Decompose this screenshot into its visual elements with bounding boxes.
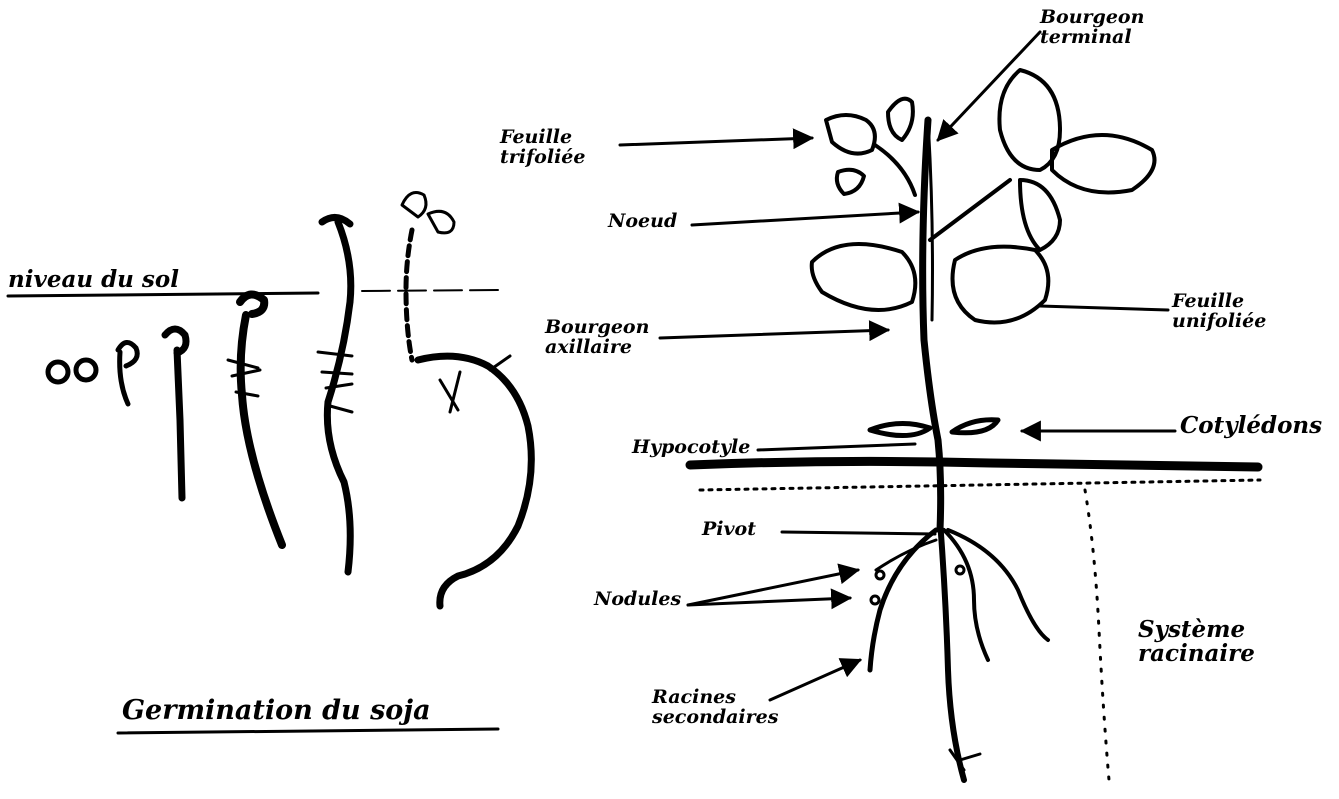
soil-level-line-right <box>362 290 500 291</box>
label-hypocotyle: Hypocotyle <box>632 438 750 458</box>
arrow-bourgeon-terminal <box>938 32 1040 140</box>
germination-caption: Germination du soja <box>122 697 431 725</box>
arrow-noeud <box>692 212 918 225</box>
terminal-trifoliate-leaf <box>826 99 915 195</box>
seedling-stage-3 <box>228 294 282 545</box>
seedling-stage-4 <box>318 217 352 572</box>
root-system <box>870 520 1048 780</box>
arrow-racines-secondaires <box>770 660 860 700</box>
label-bourgeon-axillaire: Bourgeon axillaire <box>545 318 665 358</box>
label-pivot: Pivot <box>702 520 756 540</box>
arrow-feuille-trifoliee <box>620 138 812 145</box>
label-racines-secondaires: Racines secondaires <box>652 688 782 728</box>
arrow-bourgeon-axillaire <box>660 330 888 338</box>
label-feuille-unifoliee: Feuille unifoliée <box>1172 292 1282 332</box>
label-feuille-trifoliee: Feuille trifoliée <box>500 128 610 168</box>
right-trifoliate-leaf <box>930 70 1155 250</box>
root-system-bracket <box>1085 490 1109 780</box>
arrow-hypocotyle <box>758 444 915 450</box>
label-cotyledons: Cotylédons <box>1180 414 1322 438</box>
soil-level-label: niveau du sol <box>8 268 179 292</box>
seed-stage-1 <box>48 342 137 404</box>
soil-level-line <box>8 293 318 296</box>
caption-underline <box>118 729 498 733</box>
label-noeud: Noeud <box>608 212 677 232</box>
arrow-pivot <box>782 532 935 534</box>
soil-hatching <box>700 480 1260 490</box>
label-systeme-racinaire: Système racinaire <box>1138 618 1268 666</box>
label-nodules: Nodules <box>594 590 681 610</box>
soybean-plant <box>690 70 1260 780</box>
label-bourgeon-terminal: Bourgeon terminal <box>1040 8 1180 48</box>
seedling-stage-5 <box>402 193 531 606</box>
label-arrows <box>620 32 1175 700</box>
unifoliate-leaves <box>812 244 1049 323</box>
soil-surface <box>690 461 1258 467</box>
arrow-feuille-unifoliee <box>1040 306 1168 310</box>
seedling-stage-2 <box>165 329 186 498</box>
